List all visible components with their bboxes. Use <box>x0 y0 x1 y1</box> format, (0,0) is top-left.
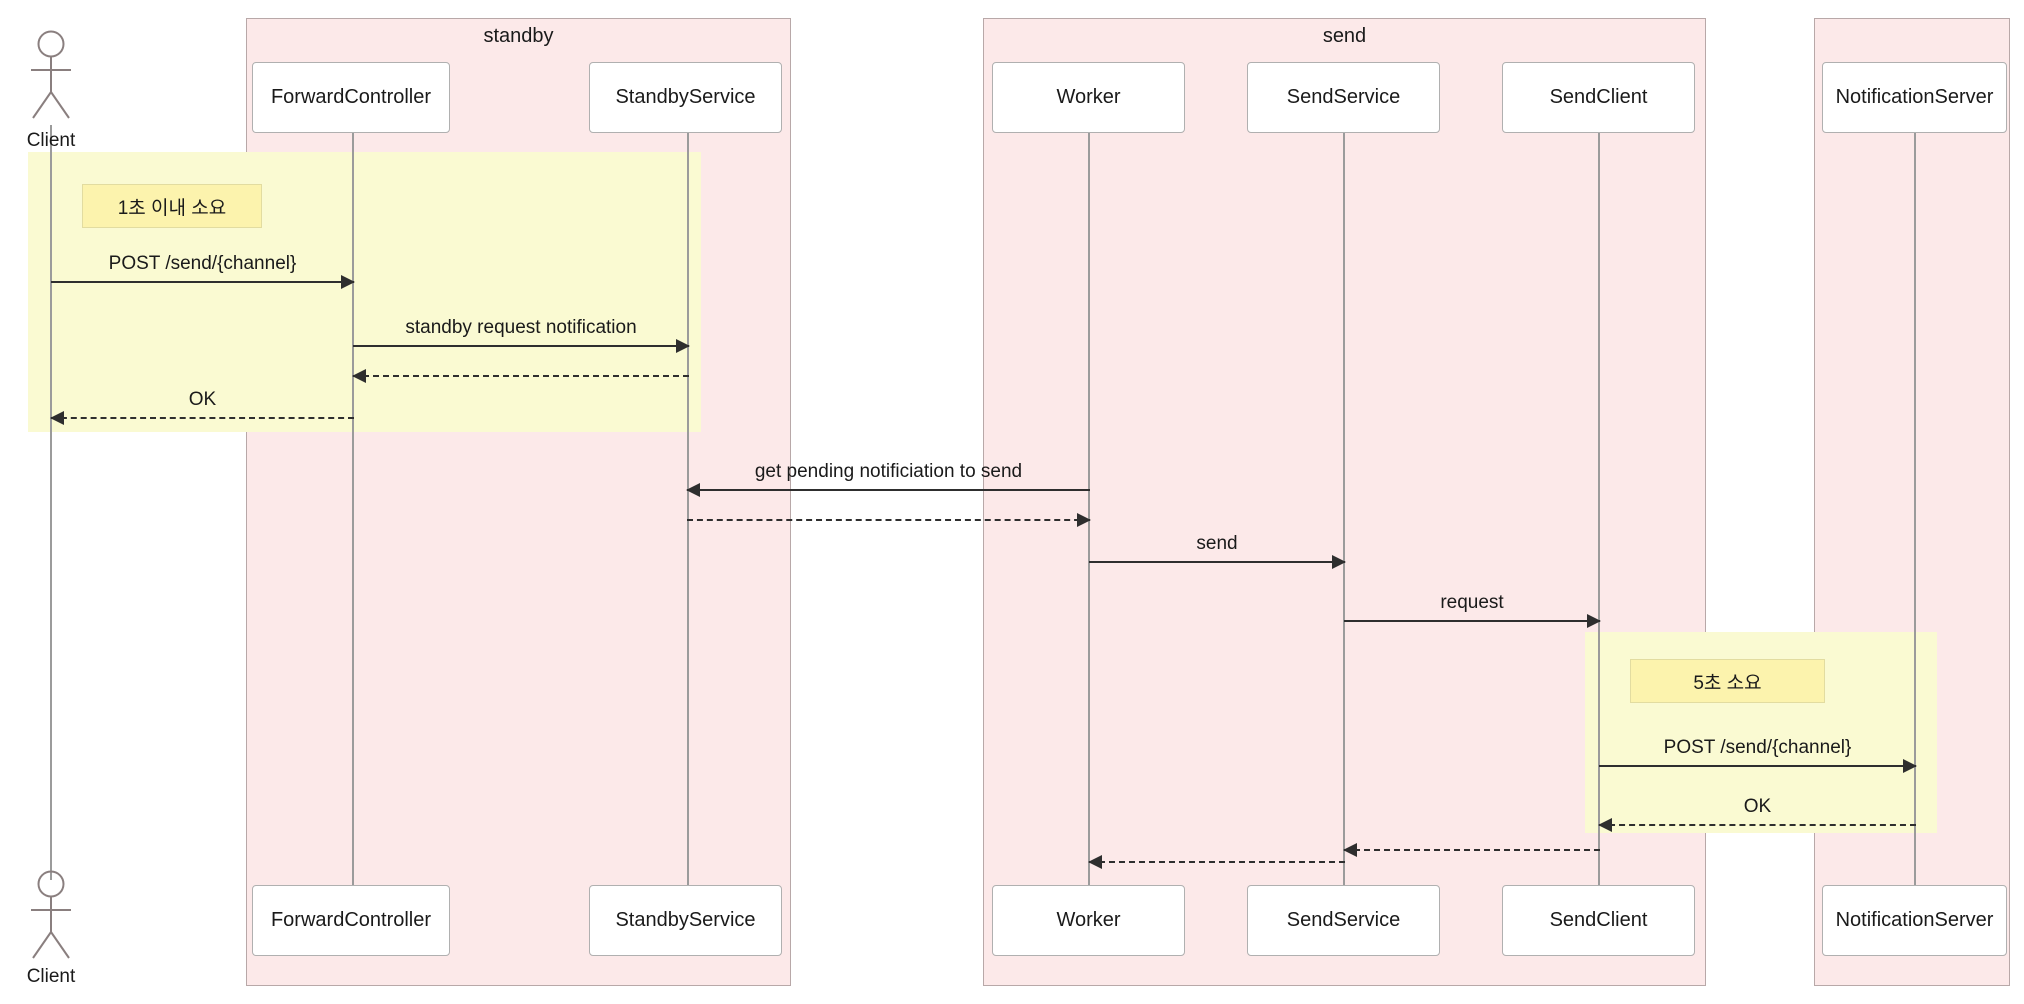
message-line <box>687 519 1090 521</box>
group-title-standby: standby <box>483 25 554 47</box>
message-line <box>51 281 354 283</box>
participant-label: NotificationServer <box>1835 86 1994 108</box>
arrowhead-left-icon <box>1598 818 1612 832</box>
arrowhead-right-icon <box>676 339 690 353</box>
actor-stick-figure-icon <box>31 30 71 119</box>
participant-top-standbyservice[interactable]: StandbyService <box>589 62 782 133</box>
lifeline-forwardcontroller <box>352 133 354 885</box>
message-line <box>1599 765 1916 767</box>
message-line <box>1089 861 1345 863</box>
participant-top-forwardcontroller[interactable]: ForwardController <box>252 62 450 133</box>
lifeline-sendclient <box>1598 133 1600 885</box>
message-sendservice-return <box>1088 855 1345 869</box>
actor-client-top <box>22 30 80 125</box>
arrowhead-left-icon <box>352 369 366 383</box>
participant-bottom-standbyservice[interactable]: StandbyService <box>589 885 782 956</box>
arrowhead-right-icon <box>1077 513 1091 527</box>
actor-label-client-top: Client <box>26 130 76 151</box>
message-request: request <box>1344 592 1601 628</box>
participant-label: StandbyService <box>615 909 756 931</box>
message-standby-request-notification: standby request notification <box>353 317 690 353</box>
participant-label: Worker <box>1056 86 1121 108</box>
actor-stick-figure-icon <box>31 870 71 959</box>
group-frame-notificationserver <box>1814 18 2010 986</box>
lifeline-client <box>50 125 52 880</box>
lifeline-worker <box>1088 133 1090 885</box>
message-post-send-channel-2: POST /send/{channel} <box>1599 737 1917 773</box>
arrowhead-left-icon <box>50 411 64 425</box>
message-line <box>1344 849 1600 851</box>
message-label: standby request notification <box>405 317 637 338</box>
message-line <box>1344 620 1600 622</box>
message-line <box>1089 561 1345 563</box>
participant-label: SendClient <box>1549 86 1648 108</box>
participant-bottom-sendclient[interactable]: SendClient <box>1502 885 1695 956</box>
participant-top-notificationserver[interactable]: NotificationServer <box>1822 62 2007 133</box>
message-label: get pending notificiation to send <box>754 461 1023 482</box>
note-label: 1초 이내 소요 <box>117 197 227 219</box>
message-line <box>353 345 689 347</box>
arrowhead-right-icon <box>1332 555 1346 569</box>
actor-client-bottom <box>22 870 80 965</box>
message-ok-1: OK <box>50 389 354 425</box>
note-5sec: 5초 소요 <box>1630 659 1825 703</box>
participant-label: StandbyService <box>615 86 756 108</box>
message-line <box>51 417 354 419</box>
participant-label: Worker <box>1056 909 1121 931</box>
participant-top-sendclient[interactable]: SendClient <box>1502 62 1695 133</box>
participant-label: SendService <box>1286 909 1401 931</box>
lifeline-sendservice <box>1343 133 1345 885</box>
message-label: POST /send/{channel} <box>1663 737 1852 758</box>
participant-label: SendClient <box>1549 909 1648 931</box>
arrowhead-left-icon <box>1088 855 1102 869</box>
lifeline-notificationserver <box>1914 133 1916 885</box>
note-label: 5초 소요 <box>1693 672 1762 694</box>
message-get-pending-return <box>687 513 1091 527</box>
participant-top-sendservice[interactable]: SendService <box>1247 62 1440 133</box>
participant-label: NotificationServer <box>1835 909 1994 931</box>
participant-bottom-worker[interactable]: Worker <box>992 885 1185 956</box>
message-line <box>353 375 689 377</box>
message-label: request <box>1440 592 1504 613</box>
message-send: send <box>1089 533 1346 569</box>
participant-label: SendService <box>1286 86 1401 108</box>
message-label: OK <box>1743 796 1772 817</box>
participant-top-worker[interactable]: Worker <box>992 62 1185 133</box>
message-post-send-channel-1: POST /send/{channel} <box>51 253 355 289</box>
message-ok-2: OK <box>1598 796 1916 832</box>
message-standby-return <box>352 369 689 383</box>
message-label: OK <box>188 389 217 410</box>
message-label: POST /send/{channel} <box>108 253 297 274</box>
lifeline-standbyservice <box>687 133 689 885</box>
arrowhead-right-icon <box>1903 759 1917 773</box>
participant-bottom-sendservice[interactable]: SendService <box>1247 885 1440 956</box>
participant-bottom-notificationserver[interactable]: NotificationServer <box>1822 885 2007 956</box>
message-line <box>687 489 1090 491</box>
message-label: send <box>1196 533 1238 554</box>
arrowhead-right-icon <box>1587 614 1601 628</box>
actor-label-client-bottom: Client <box>26 966 76 987</box>
note-1sec: 1초 이내 소요 <box>82 184 262 228</box>
message-sendclient-return <box>1343 843 1600 857</box>
participant-bottom-forwardcontroller[interactable]: ForwardController <box>252 885 450 956</box>
message-line <box>1599 824 1916 826</box>
participant-label: ForwardController <box>270 909 432 931</box>
arrowhead-left-icon <box>686 483 700 497</box>
group-title-send: send <box>1322 25 1367 47</box>
message-get-pending: get pending notificiation to send <box>686 461 1090 497</box>
arrowhead-left-icon <box>1343 843 1357 857</box>
participant-label: ForwardController <box>270 86 432 108</box>
arrowhead-right-icon <box>341 275 355 289</box>
